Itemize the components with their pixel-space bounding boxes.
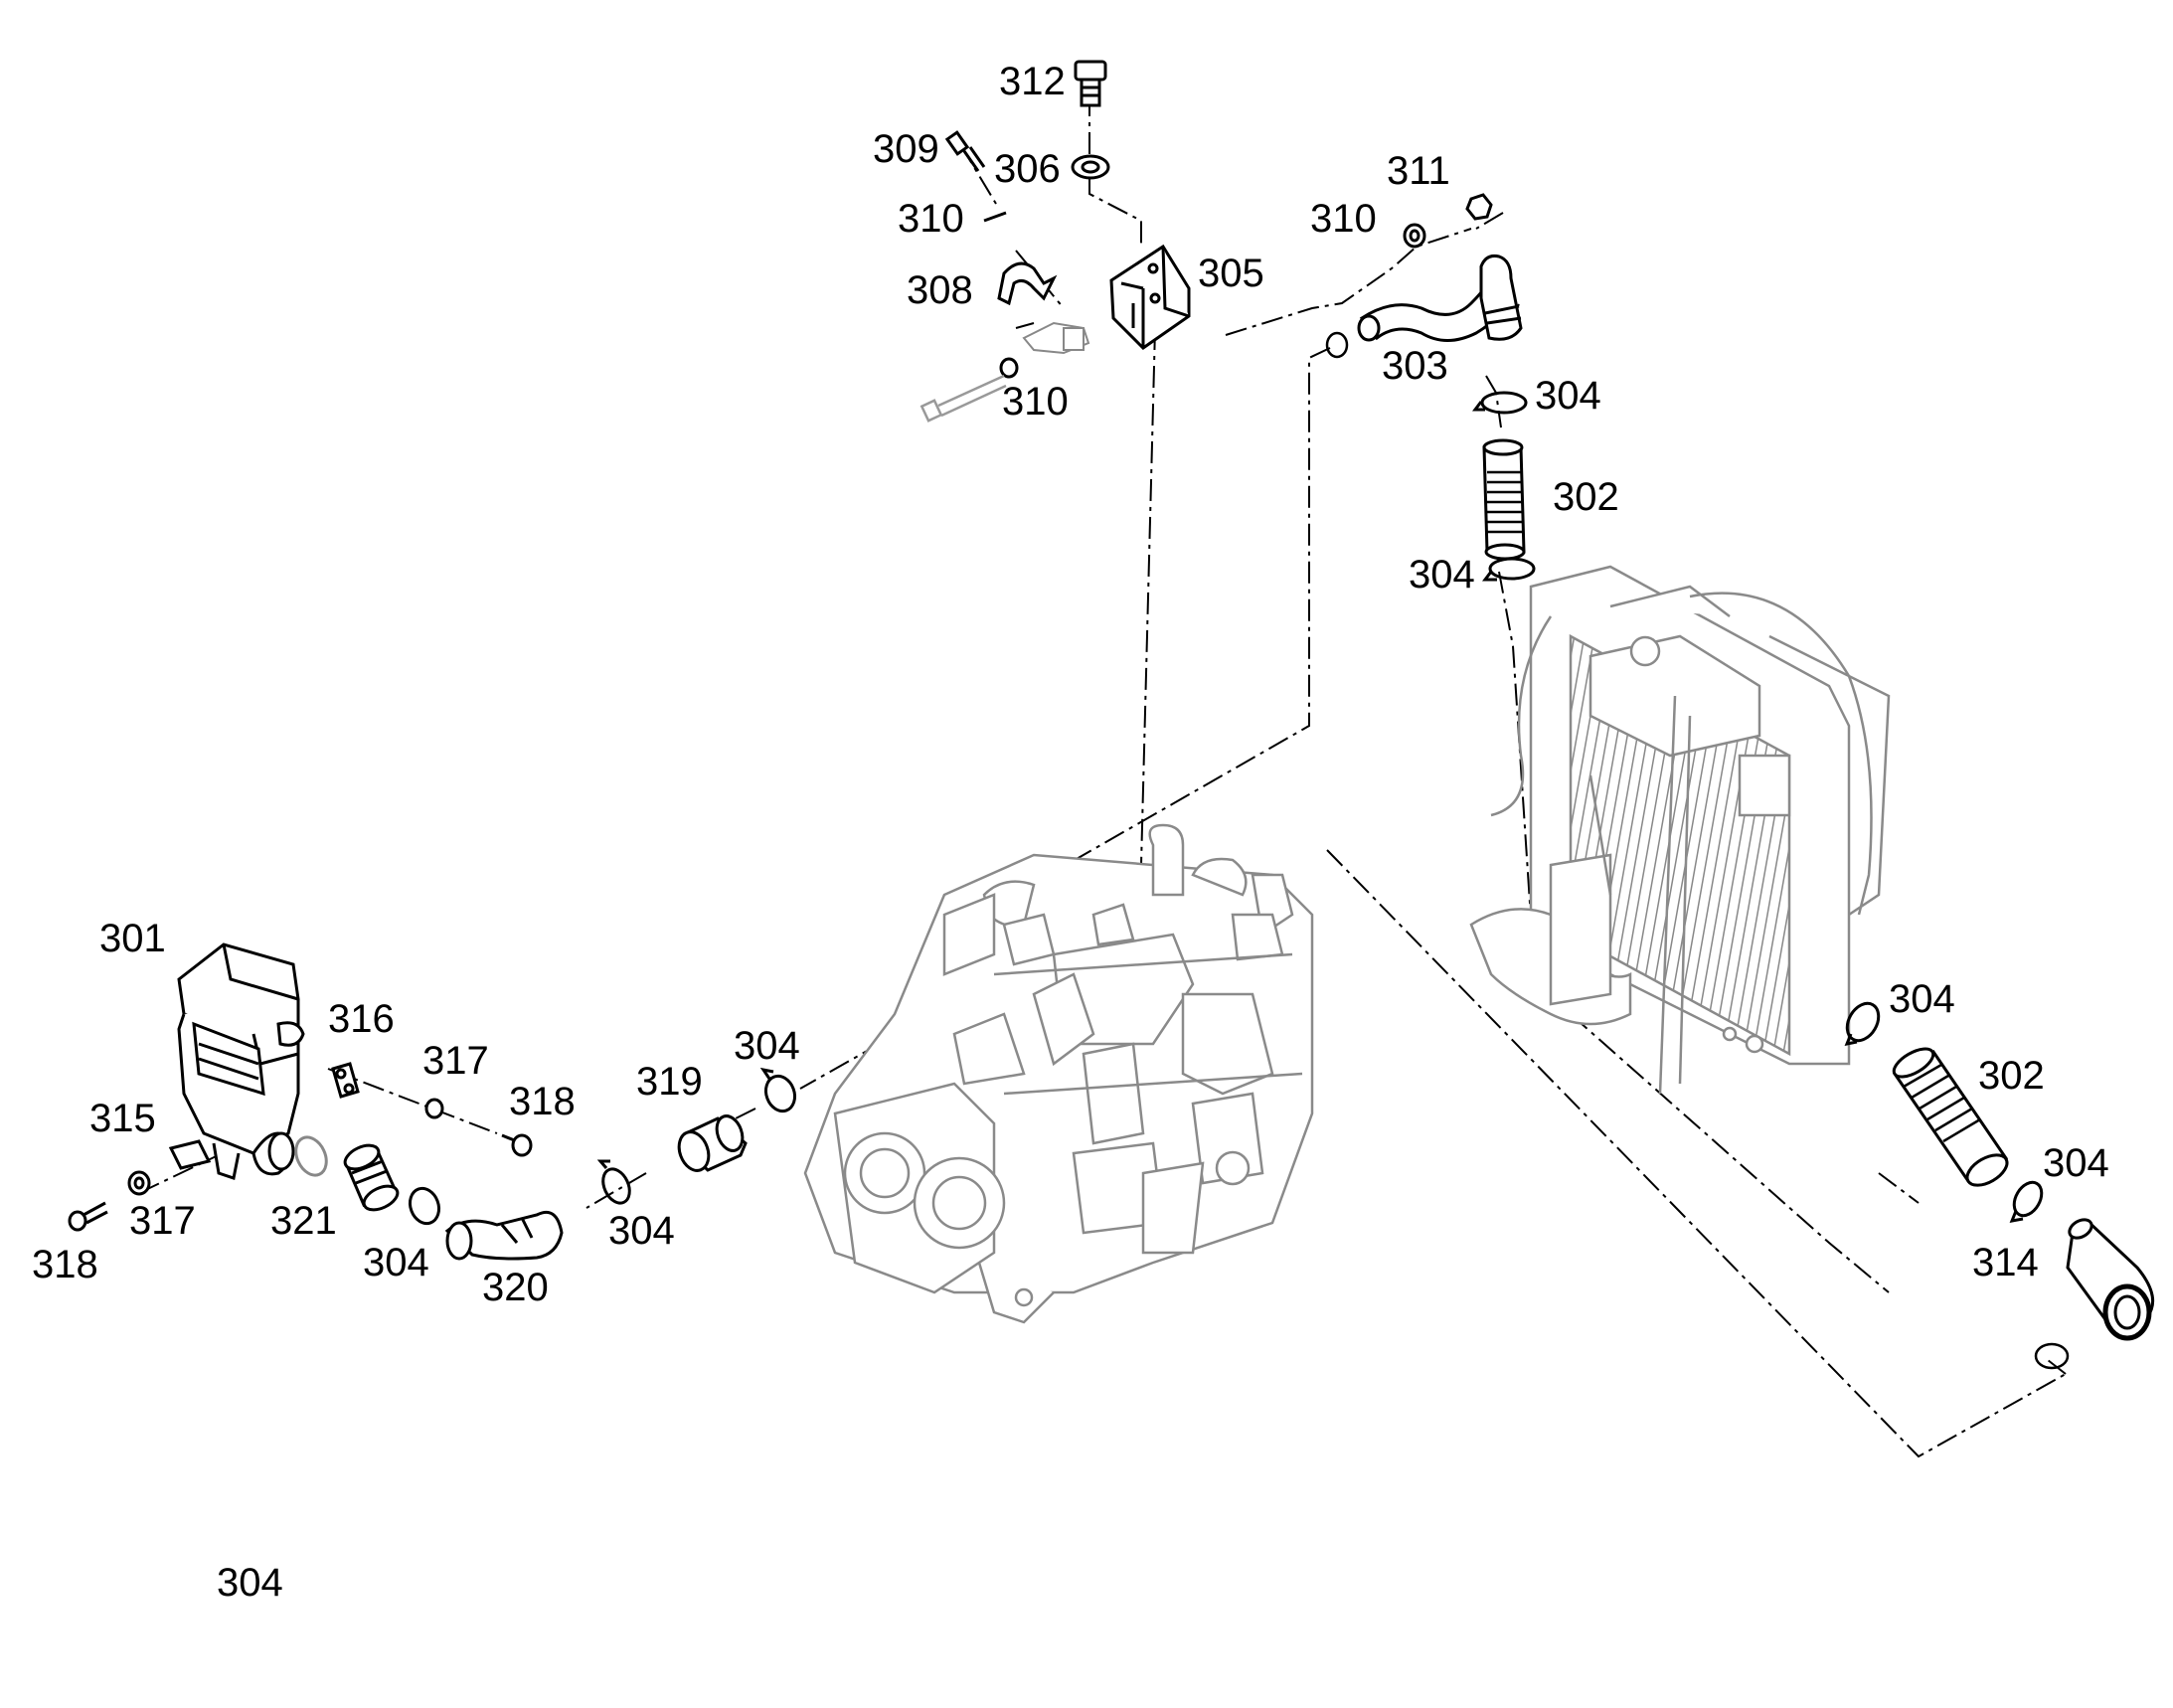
air-cleaner-301-icon: [177, 942, 305, 1180]
bolt-312-icon: [1074, 60, 1107, 107]
adapter-321-icon: [343, 1143, 400, 1212]
callout-302-top: 302: [1553, 475, 1619, 519]
callout-304-320: 304: [608, 1209, 675, 1253]
screw-318-left-icon: [68, 1201, 108, 1232]
callout-316: 316: [328, 997, 395, 1041]
washer-310-right-icon: [1403, 223, 1426, 249]
callout-310-top: 310: [898, 197, 964, 241]
engine-icon: [803, 823, 1314, 1324]
screw-309-icon: [944, 130, 986, 172]
callout-303: 303: [1382, 344, 1448, 388]
callout-314: 314: [1972, 1241, 2039, 1284]
callout-304-right-upper: 304: [1889, 977, 1955, 1021]
hose-303-icon: [1357, 255, 1523, 342]
elbow-314-icon: [2066, 1218, 2155, 1341]
oring-314-icon: [2034, 1342, 2070, 1370]
adapter-319-icon: [677, 1114, 748, 1172]
callout-315: 315: [89, 1097, 156, 1140]
callout-318-right: 318: [509, 1080, 576, 1123]
callout-301: 301: [99, 917, 166, 960]
clamp-304-top-icon: [1472, 391, 1528, 415]
radiator-icon: [1469, 565, 1891, 1095]
callout-304-319: 304: [734, 1024, 800, 1068]
washer-310-bottom-icon: [999, 357, 1019, 379]
callout-321: 321: [270, 1199, 337, 1243]
clip-308-icon: [997, 261, 1058, 306]
oring-icon: [1325, 331, 1349, 359]
callout-304-right-lower: 304: [2043, 1141, 2109, 1185]
bracket-305-icon: [1109, 244, 1191, 350]
callout-304-top: 304: [1535, 374, 1601, 418]
clamp-321-icon: [294, 1135, 328, 1177]
callout-302-lower: 302: [1978, 1054, 2045, 1098]
clamp-304-right-upper-icon: [1844, 1001, 1881, 1047]
callout-318-left: 318: [32, 1243, 98, 1286]
callout-304-orphan: 304: [217, 1561, 283, 1605]
nut-311-icon: [1465, 193, 1493, 221]
callout-312: 312: [999, 60, 1066, 103]
callout-317-left: 317: [129, 1199, 196, 1243]
callout-310-right: 310: [1310, 197, 1377, 241]
gasket-315-icon: [168, 1139, 212, 1170]
washer-306-icon: [1071, 154, 1110, 180]
callout-311: 311: [1387, 149, 1450, 193]
callout-317-right: 317: [422, 1039, 489, 1083]
callout-319: 319: [636, 1060, 703, 1104]
washer-310-top-icon: [983, 211, 1007, 223]
callout-306: 306: [994, 147, 1061, 191]
callout-304-left: 304: [363, 1241, 429, 1284]
bolt-long-icon: [919, 374, 1007, 423]
clamp-304-mid-icon: [1482, 557, 1536, 582]
washer-317-left-icon: [127, 1170, 151, 1196]
clamp-304-right-lower-icon: [2009, 1180, 2044, 1223]
callout-310-bottom: 310: [1002, 380, 1069, 424]
callout-305: 305: [1198, 252, 1264, 295]
gasket-316-icon: [331, 1062, 360, 1099]
hose-302-icon: [1482, 438, 1526, 561]
clamp-assembly-icon: [1022, 321, 1090, 355]
callout-309: 309: [873, 127, 939, 171]
screw-318-right-icon: [501, 1133, 533, 1157]
callout-320: 320: [482, 1266, 549, 1309]
assembly-lines: [138, 94, 2067, 1458]
callout-304-mid: 304: [1409, 553, 1475, 597]
callout-308: 308: [907, 268, 973, 312]
clamp-304-320-icon: [596, 1159, 631, 1205]
clamp-304-left-icon: [408, 1186, 441, 1226]
elbow-320-icon: [444, 1210, 564, 1261]
washer-317-right-icon: [424, 1098, 444, 1119]
clamp-304-319-icon: [759, 1067, 797, 1113]
hose-302-lower-icon: [1892, 1047, 2009, 1187]
